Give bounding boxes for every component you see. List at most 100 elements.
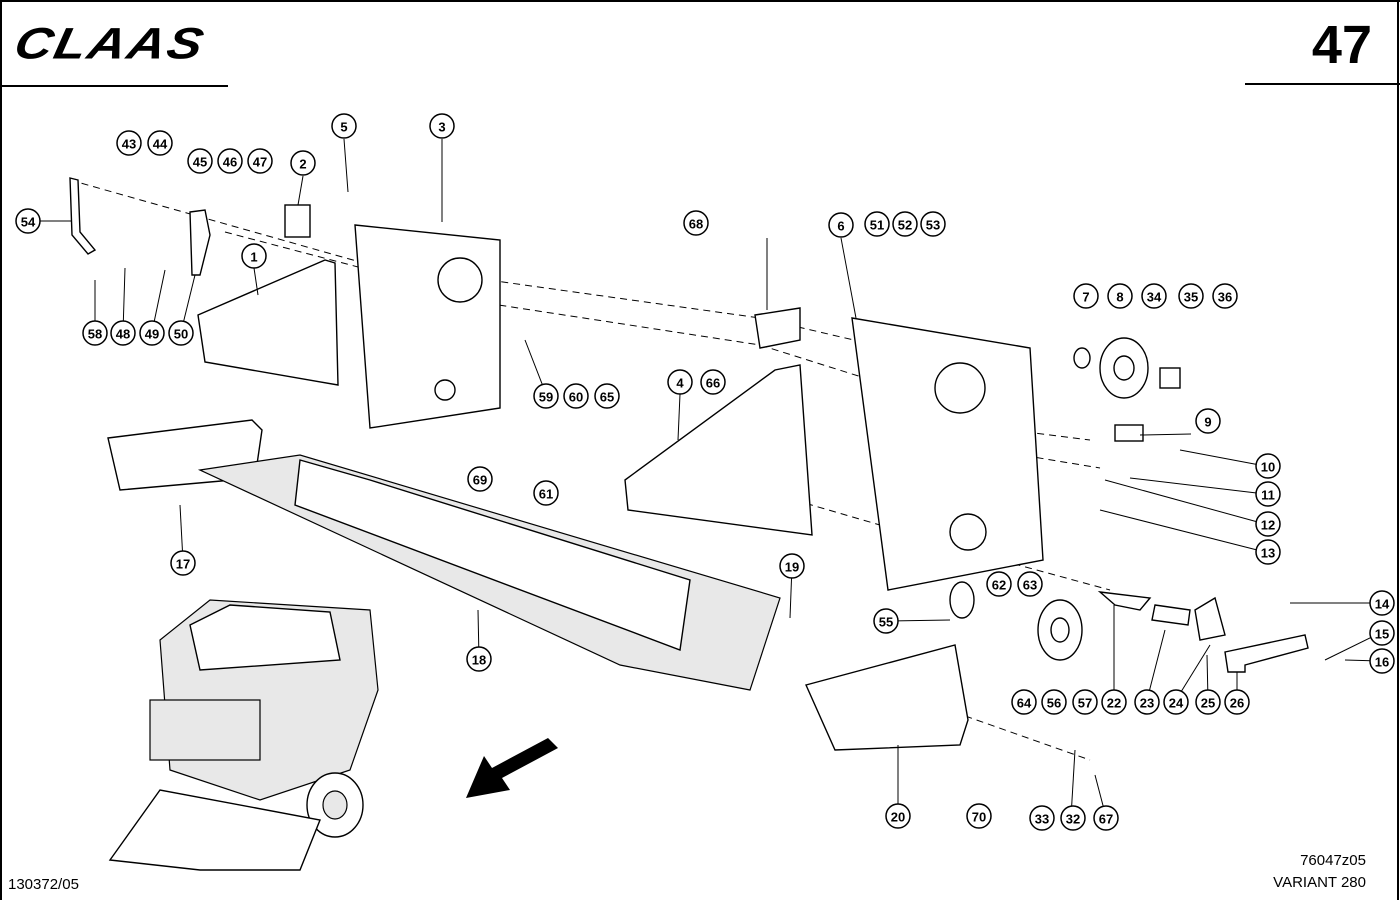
callout-4: 4 [667,369,693,395]
callout-label: 10 [1261,460,1275,475]
callout-11: 11 [1255,481,1281,507]
part-22-lever [1097,591,1152,611]
callout-label: 24 [1169,696,1184,711]
part-4-triangle-plate [624,364,813,536]
callout-66: 66 [700,369,726,395]
part-26-arm [1224,634,1309,673]
callout-45: 45 [187,148,213,174]
callout-22: 22 [1101,689,1127,715]
baler-thumbnail [108,599,379,871]
part-8-pulley-hub [1113,355,1135,381]
part-34-gear [1159,367,1181,389]
callout-34: 34 [1141,283,1167,309]
callout-12: 12 [1255,511,1281,537]
callout-circle [466,646,492,672]
callout-label: 58 [88,327,102,342]
drawing-id: 76047z05 [1300,852,1366,869]
part-6-lower-hole [949,513,987,551]
callout-circle [594,383,620,409]
callout-circle [139,320,165,346]
callout-circle [247,148,273,174]
callout-circle [1072,689,1098,715]
callout-circle [241,243,267,269]
callout-circle [1134,689,1160,715]
callout-label: 64 [1017,696,1032,711]
callout-circle [147,130,173,156]
callout-58: 58 [82,320,108,346]
callout-50: 50 [168,320,194,346]
part-2-bracket [284,204,311,238]
callout-circle [1163,689,1189,715]
callout-10: 10 [1255,453,1281,479]
callout-label: 17 [176,557,190,572]
callout-61: 61 [533,480,559,506]
callout-13: 13 [1255,539,1281,565]
callout-circle [1107,283,1133,309]
callout-label: 62 [992,578,1006,593]
callout-15: 15 [1369,620,1395,646]
callout-label: 45 [193,155,207,170]
part-6-bearing-hole [934,362,986,414]
callout-circle [1255,481,1281,507]
callout-56: 56 [1041,689,1067,715]
direction-arrow [466,738,558,798]
part-20-plate [805,644,969,751]
callout-circle [1212,283,1238,309]
callout-circle [467,466,493,492]
callout-19: 19 [779,553,805,579]
callout-label: 11 [1261,488,1275,503]
callout-label: 55 [879,615,893,630]
callout-circle [1060,805,1086,831]
callout-label: 3 [438,120,445,135]
callout-label: 65 [600,390,614,405]
callout-label: 52 [898,218,912,233]
part-1-panel [197,259,339,386]
callout-label: 4 [676,376,684,391]
callout-circle [966,803,992,829]
callout-circle [700,369,726,395]
callout-47: 47 [247,148,273,174]
callout-circle [1255,453,1281,479]
callout-circle [1369,620,1395,646]
callout-label: 26 [1230,696,1244,711]
callout-20: 20 [885,803,911,829]
callout-circle [1141,283,1167,309]
callout-label: 53 [926,218,940,233]
callout-label: 50 [174,327,188,342]
callout-54: 54 [15,208,41,234]
part-6-side-plate [851,317,1044,591]
doc-number: 130372/05 [8,876,79,893]
callout-64: 64 [1011,689,1037,715]
callout-label: 69 [473,473,487,488]
callout-circle [1011,689,1037,715]
callout-60: 60 [563,383,589,409]
callout-69: 69 [467,466,493,492]
callout-label: 61 [539,487,553,502]
callout-label: 15 [1375,627,1389,642]
callout-55: 55 [873,608,899,634]
callout-2: 2 [290,150,316,176]
callout-label: 8 [1116,290,1123,305]
callout-label: 47 [253,155,267,170]
callout-circle [667,369,693,395]
callout-circle [533,383,559,409]
callout-circle [1178,283,1204,309]
callout-label: 35 [1184,290,1198,305]
callout-25: 25 [1195,689,1221,715]
callout-label: 43 [122,137,136,152]
callout-label: 49 [145,327,159,342]
callout-circle [1369,590,1395,616]
part-18-trough-inner [294,459,691,651]
callout-46: 46 [217,148,243,174]
callout-70: 70 [966,803,992,829]
callout-circle [920,211,946,237]
callout-circle [217,148,243,174]
callout-circle [828,212,854,238]
callout-label: 54 [21,215,36,230]
callout-23: 23 [1134,689,1160,715]
callout-circle [1369,648,1395,674]
callout-circle [864,211,890,237]
callout-circle [82,320,108,346]
